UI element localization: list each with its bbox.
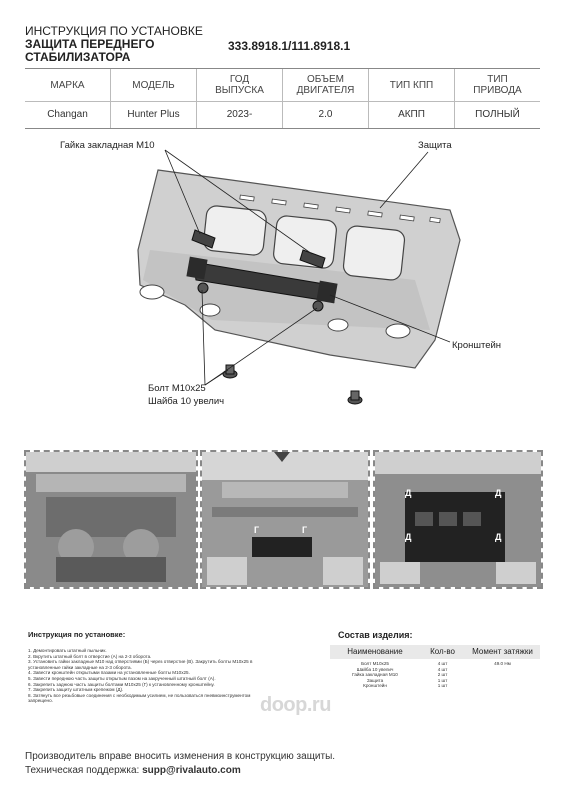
marker-letter: Д xyxy=(495,488,502,498)
instruction-step: запрещено. xyxy=(28,698,53,704)
loose-bolt xyxy=(222,364,238,379)
label-washer: Шайба 10 увелич xyxy=(148,396,225,407)
exploded-diagram xyxy=(137,149,461,405)
kit-header-qty: Кол-во xyxy=(430,647,455,656)
kit-row: Гайка закладная М10 2 шт xyxy=(352,672,448,678)
kit-table-body: Болт М10х25 4 шт 49.0 Нм Шайба 10 увелич… xyxy=(330,661,540,689)
bolt xyxy=(197,282,209,294)
title-line-2: ЗАЩИТА ПЕРЕДНЕГО xyxy=(25,37,155,51)
spec-value-model: Hunter Plus xyxy=(110,102,196,128)
instruction-step: 8. Затянуть все резьбовые соединения с н… xyxy=(28,692,251,698)
footer-disclaimer: Производитель вправе вносить изменения в… xyxy=(25,751,336,762)
install-photo-3: Д Д Д Д xyxy=(373,450,543,589)
kit-title: Состав изделия: xyxy=(338,630,413,640)
kit-row: Кронштейн 1 шт xyxy=(363,683,448,689)
marker-letter: Г xyxy=(254,525,260,535)
instruction-step: установленные гайки закладные на 2-3 обо… xyxy=(28,664,132,670)
label-embedded-nut: Гайка закладная М10 xyxy=(60,140,155,151)
kit-header-name: Наименование xyxy=(347,647,403,656)
kit-row: Шайба 10 увелич 4 шт xyxy=(356,666,448,672)
instruction-step: 1. Демонтировать штатный пыльник. xyxy=(28,648,107,653)
title-line-3: СТАБИЛИЗАТОРА xyxy=(25,50,131,64)
spec-value-gearbox: АКПП xyxy=(368,102,454,128)
install-photo-1 xyxy=(24,450,198,589)
kit-header-torque: Момент затяжки xyxy=(472,647,533,656)
label-guard: Защита xyxy=(418,140,452,151)
instructions-list: 1. Демонтировать штатный пыльник. 2. Вкр… xyxy=(28,648,308,704)
bolt xyxy=(312,300,324,312)
spec-header-cell: МАРКА xyxy=(50,79,85,91)
guard-window-3 xyxy=(342,225,406,281)
instruction-step: 4. Завести кронштейн открытыми пазами на… xyxy=(28,670,190,676)
kit-row: Защита 1 шт xyxy=(366,677,448,683)
marker-letter: Д xyxy=(405,488,412,498)
instructions-title: Инструкция по установке: xyxy=(28,630,126,639)
part-code: 333.8918.1/111.8918.1 xyxy=(228,39,351,53)
instruction-step: 7. Закрепить защиту штатным крепежом (Д)… xyxy=(28,687,124,693)
label-bolt-washer: Болт М10х25 Шайба 10 увелич xyxy=(148,382,224,408)
mount-hole xyxy=(139,284,165,300)
spec-value-year: 2023- xyxy=(196,102,282,128)
marker-letter: Д xyxy=(405,532,412,542)
document-title: ИНСТРУКЦИЯ ПО УСТАНОВКЕ ЗАЩИТА ПЕРЕДНЕГО… xyxy=(25,25,203,64)
instruction-step: 6. Закрепить заднюю часть защиты болтами… xyxy=(28,681,215,687)
embedded-nut xyxy=(191,229,216,249)
install-photo-2: Г Г xyxy=(200,450,370,589)
footer: Производитель вправе вносить изменения в… xyxy=(25,750,335,778)
support-email[interactable]: supp@rivalauto.com xyxy=(142,765,241,776)
spec-value-drive: ПОЛНЫЙ xyxy=(454,102,540,128)
mount-hole xyxy=(199,303,221,317)
footer-support: Техническая поддержка: supp@rivalauto.co… xyxy=(25,764,335,778)
label-bolt: Болт М10х25 xyxy=(148,383,206,394)
embedded-nut xyxy=(299,249,326,269)
mount-hole xyxy=(385,323,411,339)
instruction-step: 3. Установить гайки закладные М10 над от… xyxy=(28,659,253,665)
guard-window-2 xyxy=(273,215,337,269)
watermark: doop.ru xyxy=(260,694,331,716)
instruction-step: 2. Вкрутить штатный болт в отверстие (А)… xyxy=(28,653,152,659)
marker-letter: Д xyxy=(495,532,502,542)
spec-value-make: Changan xyxy=(47,109,88,120)
spec-header-cell: МОДЕЛЬ xyxy=(110,69,196,101)
label-bracket: Кронштейн xyxy=(452,340,502,351)
marker-letter: Г xyxy=(302,525,308,535)
kit-header-row: Наименование Кол-во Момент затяжки xyxy=(330,645,540,659)
spec-value-row: Changan Hunter Plus 2023- 2.0 АКПП ПОЛНЫ… xyxy=(25,101,540,128)
mount-hole xyxy=(327,318,349,332)
spec-header-cell: ТИП КПП xyxy=(368,69,454,101)
guard-window-1 xyxy=(203,205,267,256)
kit-row: Болт М10х25 4 шт 49.0 Нм xyxy=(361,661,511,666)
instruction-step: 5. Завести переднюю часть защиты открыты… xyxy=(28,675,216,681)
spec-value-engine: 2.0 xyxy=(282,102,368,128)
title-line-1: ИНСТРУКЦИЯ ПО УСТАНОВКЕ xyxy=(25,24,203,38)
support-label: Техническая поддержка: xyxy=(25,765,143,776)
loose-bolt xyxy=(347,390,363,405)
